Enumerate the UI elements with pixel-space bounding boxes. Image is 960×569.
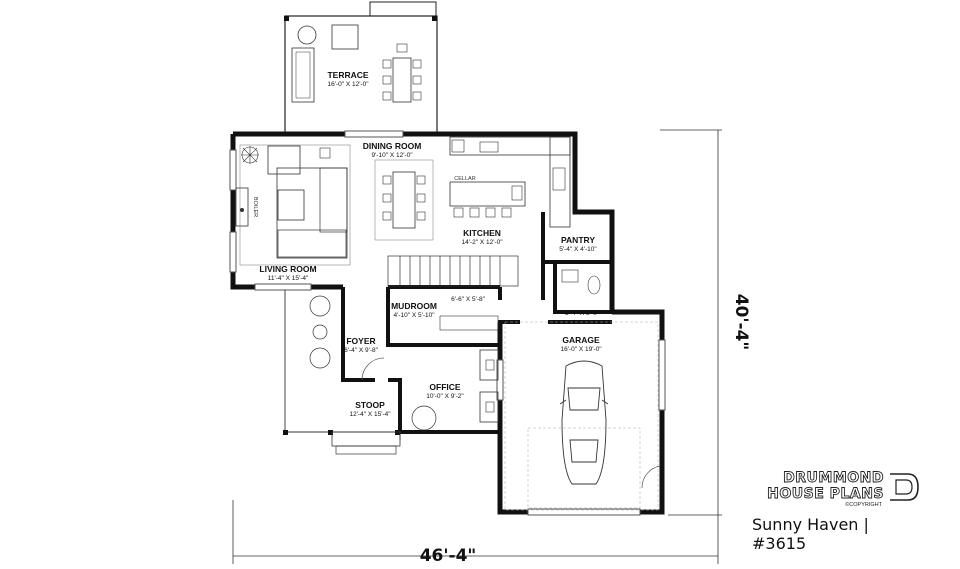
kitchen: CELLAR KITCHEN 14'-2" X 12'-0" (449, 136, 571, 246)
stoop: STOOP 12'-4" X 15'-4" (283, 290, 401, 455)
copyright-text: ©COPYRIGHT (845, 502, 882, 508)
garage: GARAGE 16'-0" X 19'-0" (504, 321, 661, 511)
brand-line-2: HOUSE PLANS (767, 486, 884, 503)
foyer: FOYER 6'-4" X 9'-8" (344, 336, 385, 381)
terrace-dims: 16'-0" X 12'-0" (327, 81, 369, 88)
width-dimension-label: 46'-4" (420, 546, 477, 566)
hall-dims: 6'-6" X 5'-8" (451, 296, 486, 303)
bath-dims: 5'-4" X 8'-0" (565, 310, 600, 317)
dining-room-dims: 9'-10" X 12'-0" (371, 152, 413, 159)
terrace-label: TERRACE (327, 70, 368, 80)
living-room: BOILER LIVING ROOM 11'-4" X 15'-4" (235, 144, 351, 282)
staircase (387, 255, 519, 287)
plan-title: Sunny Haven | #3615 (752, 515, 869, 553)
windows (229, 130, 666, 516)
office-label: OFFICE (429, 382, 460, 392)
pantry-label: PANTRY (561, 235, 595, 245)
stoop-dims: 12'-4" X 15'-4" (349, 411, 391, 418)
kitchen-dims: 14'-2" X 12'-0" (461, 239, 503, 246)
pantry-dims: 5'-4" X 4'-10" (559, 246, 597, 253)
mudroom-dims: 4'-10" X 5'-10" (393, 312, 435, 319)
garage-label: GARAGE (562, 335, 600, 345)
powder-room: 5'-4" X 8'-0" (561, 269, 601, 317)
house-logo-icon (890, 473, 919, 501)
pantry: PANTRY 5'-4" X 4'-10" (559, 235, 597, 253)
cellar-label: CELLAR (454, 176, 475, 182)
terrace-area: TERRACE 16'-0" X 12'-0" (284, 1, 438, 135)
dining-room-label: DINING ROOM (363, 141, 422, 151)
living-room-dims: 11'-4" X 15'-4" (268, 275, 309, 282)
width-dimension (232, 130, 719, 564)
depth-dimension (660, 129, 722, 516)
garage-dims: 16'-0" X 19'-0" (560, 346, 602, 353)
foyer-label: FOYER (346, 336, 375, 346)
brand-line-1: DRUMMOND (783, 470, 884, 487)
foyer-dims: 6'-4" X 9'-8" (344, 347, 379, 354)
stoop-label: STOOP (355, 400, 385, 410)
mudroom-label: MUDROOM (391, 301, 437, 311)
drummond-logo: DRUMMOND HOUSE PLANS ©COPYRIGHT (752, 470, 922, 508)
boiler-label: BOILER (252, 197, 258, 217)
office-dims: 10'-0" X 9'-2" (426, 393, 464, 400)
office: OFFICE 10'-0" X 9'-2" (411, 349, 499, 431)
living-room-label: LIVING ROOM (259, 264, 316, 274)
car-icon (559, 360, 609, 485)
mudroom: MUDROOM 4'-10" X 5'-10" 6'-6" X 5'-8" (391, 296, 499, 331)
dining-room: DINING ROOM 9'-10" X 12'-0" (363, 141, 434, 241)
depth-dimension-label: 40'-4" (731, 294, 751, 351)
kitchen-label: KITCHEN (463, 228, 501, 238)
